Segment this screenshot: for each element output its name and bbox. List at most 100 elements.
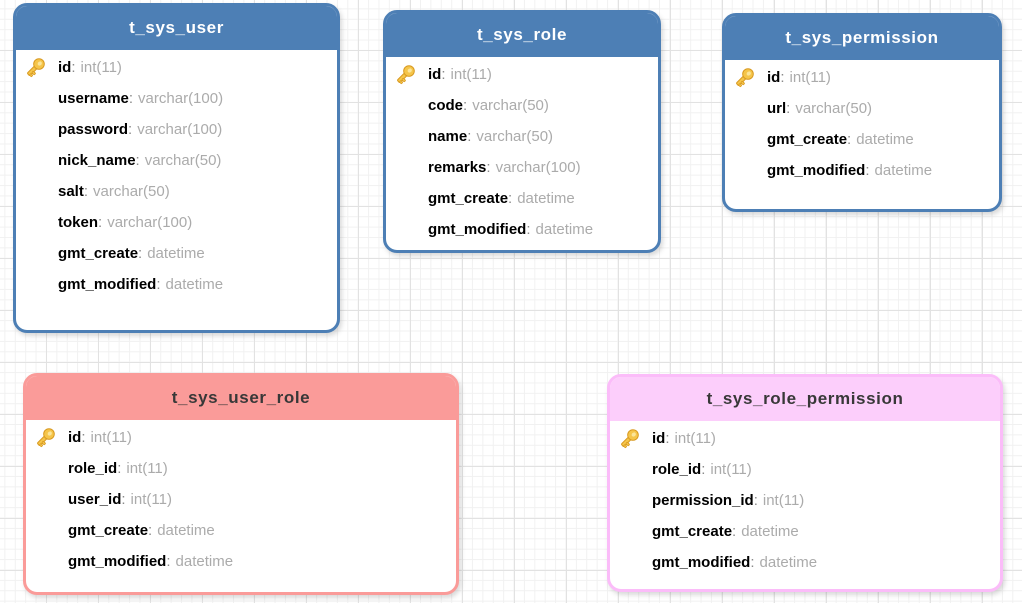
field-name: id	[58, 59, 72, 76]
field-colon: :	[780, 69, 785, 86]
field-type: int(11)	[90, 429, 132, 446]
field-type: int(11)	[450, 66, 492, 83]
field-colon: :	[753, 492, 758, 509]
field-colon: :	[441, 66, 446, 83]
field-type: datetime	[856, 131, 914, 148]
field-row-gmt_modified[interactable]: gmt_modified:datetime	[16, 269, 337, 300]
field-row-id[interactable]: id:int(11)	[386, 59, 658, 90]
field-colon: :	[701, 461, 706, 478]
field-row-password[interactable]: password:varchar(100)	[16, 114, 337, 145]
field-colon: :	[138, 245, 143, 262]
field-name: password	[58, 121, 129, 138]
field-name: permission_id	[652, 492, 754, 509]
field-name: gmt_modified	[767, 162, 866, 179]
field-type: datetime	[741, 523, 799, 540]
table-title-t_sys_permission[interactable]: t_sys_permission	[725, 16, 999, 60]
field-row-code[interactable]: code:varchar(50)	[386, 90, 658, 121]
primary-key-icon	[27, 57, 45, 77]
field-name: salt	[58, 183, 84, 200]
field-row-role_id[interactable]: role_id:int(11)	[26, 453, 456, 484]
field-colon: :	[128, 90, 134, 107]
field-row-gmt_modified[interactable]: gmt_modified:datetime	[26, 546, 456, 577]
field-name: username	[58, 90, 129, 107]
field-colon: :	[486, 159, 491, 176]
table-field-list: id:int(11)role_id:int(11)user_id:int(11)…	[26, 420, 456, 577]
field-row-permission_id[interactable]: permission_id:int(11)	[610, 485, 1000, 516]
field-name: gmt_create	[428, 190, 509, 207]
primary-key-icon-slot	[26, 425, 68, 451]
field-type: varchar(100)	[138, 90, 224, 107]
field-name: id	[428, 66, 442, 83]
field-name: gmt_modified	[58, 276, 157, 293]
field-row-user_id[interactable]: user_id:int(11)	[26, 484, 456, 515]
field-row-salt[interactable]: salt:varchar(50)	[16, 176, 337, 207]
field-type: int(11)	[710, 461, 752, 478]
field-type: datetime	[874, 162, 933, 179]
field-type: datetime	[535, 221, 594, 238]
field-row-gmt_modified[interactable]: gmt_modified:datetime	[725, 155, 999, 186]
field-type: int(11)	[126, 460, 168, 477]
field-row-id[interactable]: id:int(11)	[725, 62, 999, 93]
field-name: gmt_create	[652, 523, 733, 540]
field-colon: :	[665, 430, 670, 447]
field-colon: :	[71, 59, 76, 76]
field-colon: :	[98, 214, 103, 231]
field-row-gmt_create[interactable]: gmt_create:datetime	[16, 238, 337, 269]
field-type: int(11)	[789, 69, 831, 86]
table-field-list: id:int(11)role_id:int(11)permission_id:i…	[610, 421, 1000, 578]
primary-key-icon-slot	[610, 426, 652, 452]
field-colon: :	[865, 162, 870, 179]
field-type: datetime	[165, 276, 224, 293]
field-row-id[interactable]: id:int(11)	[610, 423, 1000, 454]
field-row-gmt_create[interactable]: gmt_create:datetime	[386, 183, 658, 214]
field-colon: :	[467, 128, 472, 145]
field-name: gmt_create	[767, 131, 848, 148]
field-row-gmt_modified[interactable]: gmt_modified:datetime	[386, 214, 658, 245]
field-type: varchar(50)	[476, 128, 554, 145]
field-name: user_id	[68, 491, 122, 508]
field-type: varchar(50)	[472, 97, 549, 114]
field-row-name[interactable]: name:varchar(50)	[386, 121, 658, 152]
field-type: int(11)	[80, 59, 122, 76]
field-colon: :	[81, 429, 86, 446]
field-colon: :	[148, 522, 153, 539]
field-row-token[interactable]: token:varchar(100)	[16, 207, 337, 238]
field-row-gmt_modified[interactable]: gmt_modified:datetime	[610, 547, 1000, 578]
field-row-id[interactable]: id:int(11)	[16, 52, 337, 83]
field-row-remarks[interactable]: remarks:varchar(100)	[386, 152, 658, 183]
table-title-t_sys_role[interactable]: t_sys_role	[386, 13, 658, 57]
field-name: id	[652, 430, 666, 447]
field-row-gmt_create[interactable]: gmt_create:datetime	[610, 516, 1000, 547]
field-type: datetime	[759, 554, 818, 571]
field-row-gmt_create[interactable]: gmt_create:datetime	[725, 124, 999, 155]
field-type: int(11)	[130, 491, 172, 508]
field-row-gmt_create[interactable]: gmt_create:datetime	[26, 515, 456, 546]
field-name: url	[767, 100, 787, 117]
primary-key-icon	[736, 67, 754, 87]
primary-key-icon	[397, 64, 415, 84]
field-colon: :	[526, 221, 531, 238]
field-colon: :	[732, 523, 737, 540]
field-type: varchar(50)	[93, 183, 170, 200]
field-row-url[interactable]: url:varchar(50)	[725, 93, 999, 124]
field-row-role_id[interactable]: role_id:int(11)	[610, 454, 1000, 485]
field-row-username[interactable]: username:varchar(100)	[16, 83, 337, 114]
field-type: int(11)	[762, 492, 805, 509]
field-name: gmt_modified	[68, 553, 167, 570]
field-name: code	[428, 97, 464, 114]
field-colon: :	[117, 460, 122, 477]
table-title-t_sys_role_permission[interactable]: t_sys_role_permission	[610, 377, 1000, 421]
field-name: gmt_create	[68, 522, 149, 539]
primary-key-icon	[37, 427, 55, 447]
table-title-t_sys_user[interactable]: t_sys_user	[16, 6, 337, 50]
field-row-nick_name[interactable]: nick_name:varchar(50)	[16, 145, 337, 176]
field-row-id[interactable]: id:int(11)	[26, 422, 456, 453]
table-title-t_sys_user_role[interactable]: t_sys_user_role	[26, 376, 456, 420]
field-name: role_id	[68, 460, 118, 477]
